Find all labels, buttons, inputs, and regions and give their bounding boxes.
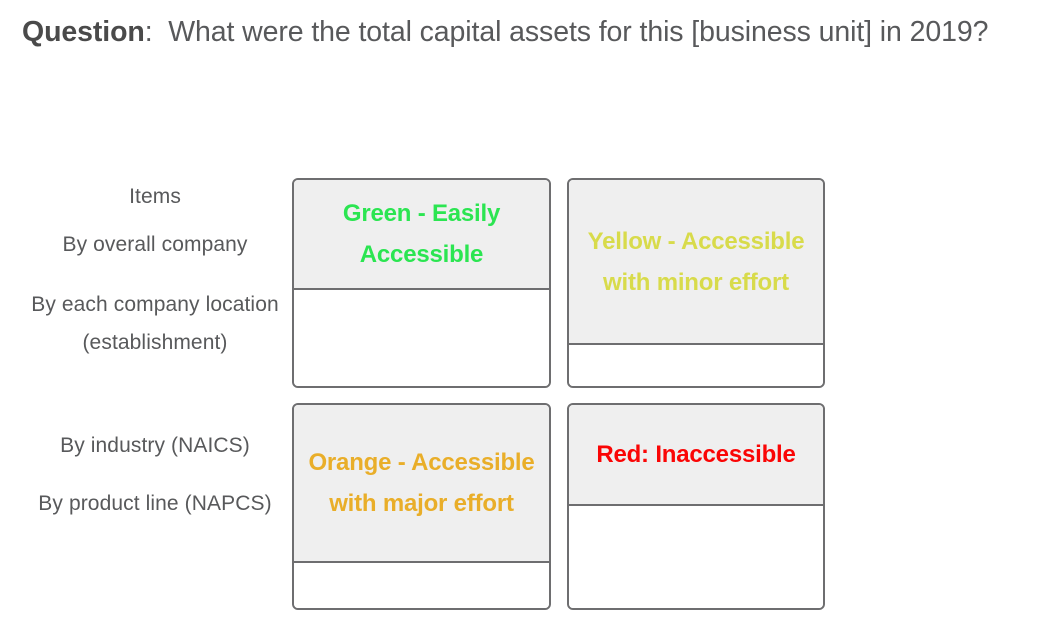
row-label-establishment: By each company location (establishment): [31, 293, 279, 354]
quadrant-body-orange[interactable]: [294, 563, 549, 608]
quadrant-body-red[interactable]: [569, 506, 823, 608]
quadrant-heading-orange: Orange - Accessible with major effort: [294, 405, 549, 563]
question-label: Question: [22, 16, 145, 48]
row-label-product-line-napcs: By product line (NAPCS): [38, 492, 272, 515]
quadrant-box-orange[interactable]: Orange - Accessible with major effort: [292, 403, 551, 610]
quadrant-heading-green: Green - Easily Accessible: [294, 180, 549, 290]
row-label-overall-company: By overall company: [62, 233, 248, 256]
quadrant-heading-yellow: Yellow - Accessible with minor effort: [569, 180, 823, 345]
quadrant-box-yellow[interactable]: Yellow - Accessible with minor effort: [567, 178, 825, 388]
quadrant-box-green[interactable]: Green - Easily Accessible: [292, 178, 551, 388]
row-label-industry-naics: By industry (NAICS): [60, 434, 250, 457]
quadrant-box-red[interactable]: Red: Inaccessible: [567, 403, 825, 610]
question-separator: :: [144, 16, 153, 48]
row-label-items: Items: [129, 185, 181, 208]
quadrant-heading-red: Red: Inaccessible: [569, 405, 823, 506]
quadrant-body-green[interactable]: [294, 290, 549, 386]
question-text: What were the total capital assets for t…: [168, 16, 989, 48]
quadrant-body-yellow[interactable]: [569, 345, 823, 386]
question-block: Question: What were the total capital as…: [22, 8, 1042, 56]
